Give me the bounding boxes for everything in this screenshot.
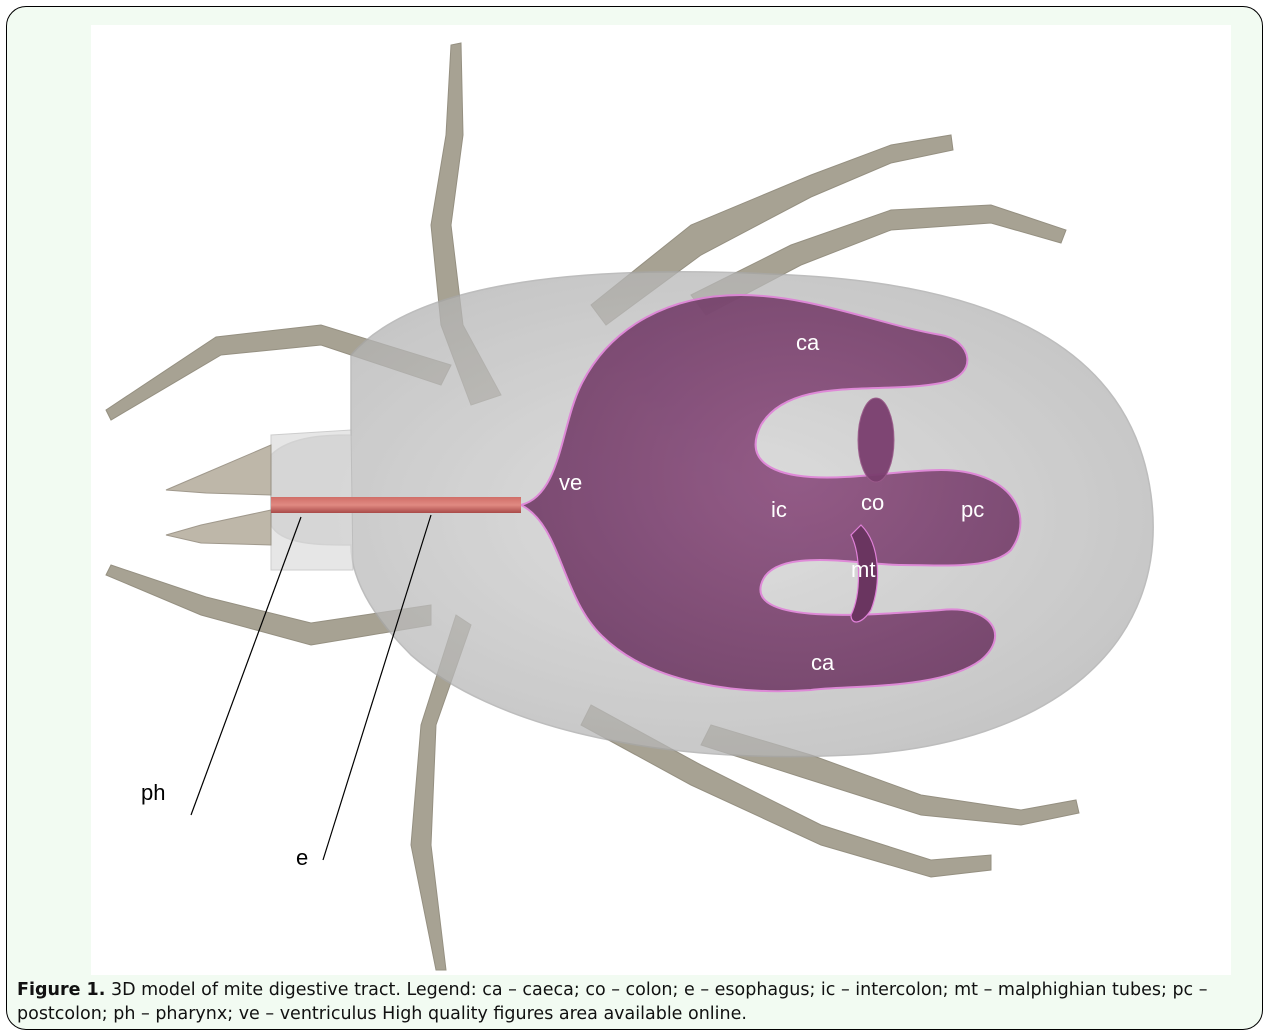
label-ve: ve [559,470,582,495]
label-mt: mt [851,557,875,582]
figure-image: ca ca ve ic co pc mt ph e [91,25,1231,975]
label-ca-top: ca [796,330,820,355]
figure-caption: Figure 1. 3D model of mite digestive tra… [17,978,1257,1026]
mite-digestive-tract-illustration: ca ca ve ic co pc mt ph e [91,25,1231,975]
label-ph: ph [141,780,165,805]
label-co: co [861,490,884,515]
ph-pointer-line [191,517,301,815]
colon-lobe [858,398,894,482]
label-pc: pc [961,497,984,522]
label-ic: ic [771,497,787,522]
figure-label: Figure 1. [17,980,105,1000]
label-e: e [296,845,308,870]
figure-caption-text: 3D model of mite digestive tract. Legend… [17,980,1207,1024]
chelicerae [166,445,271,545]
label-ca-bottom: ca [811,650,835,675]
esophagus [271,497,521,513]
figure-panel: ca ca ve ic co pc mt ph e Figure 1. 3D m… [6,6,1263,1030]
